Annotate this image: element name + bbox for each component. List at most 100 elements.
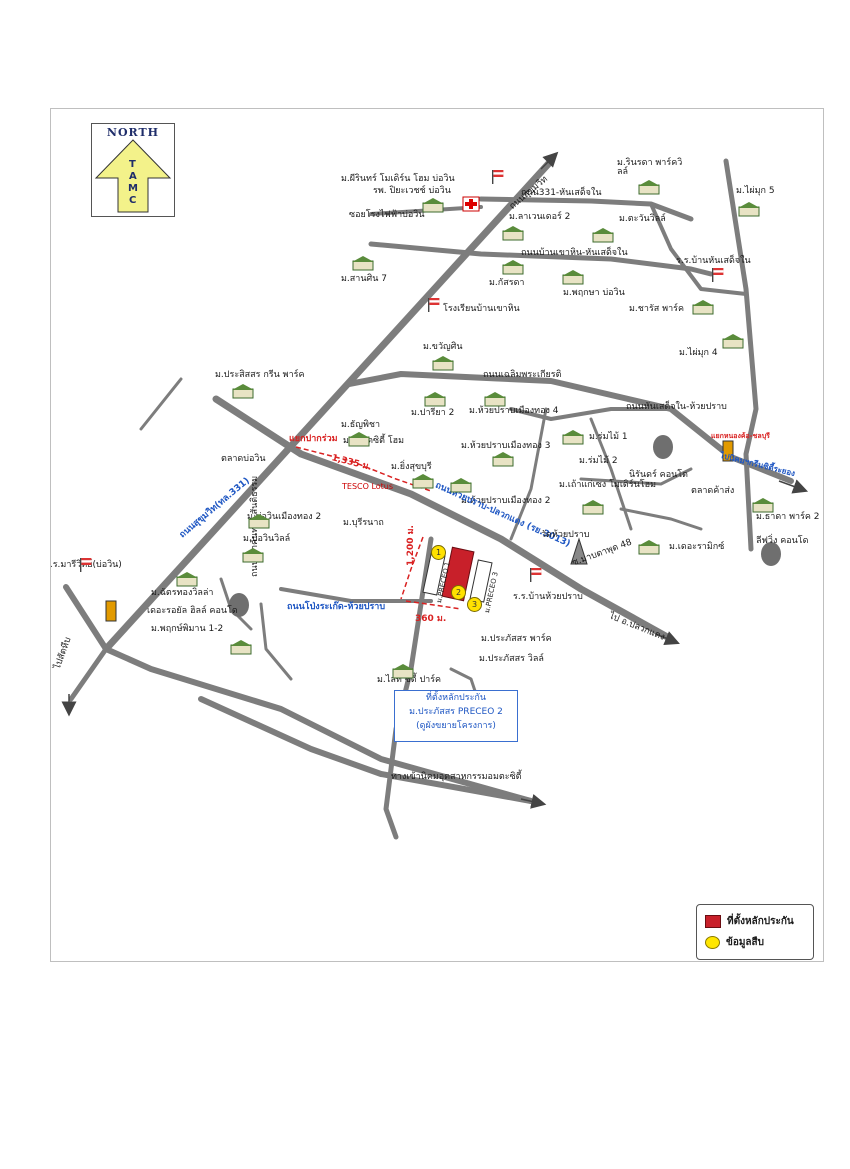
label-pruksa: ม.พฤกษา บ่อวิน [563, 288, 625, 298]
label-kasara: ม.กัสรดา [489, 278, 525, 288]
dash-route-1200 [400, 536, 424, 600]
compass-letter-c: C [129, 195, 137, 206]
road-industrial [198, 696, 534, 804]
village-icon [450, 478, 472, 493]
label-bowin-tong2: ม.บ่อวินเมืองทอง 2 [247, 512, 322, 522]
village-icon [424, 392, 446, 407]
hospital-icon [462, 196, 480, 212]
flag-icon [492, 170, 504, 184]
map-frame: NORTH T A M C ม.ผีรินทร์ โมเดิร์น โฮม บ่… [50, 108, 824, 962]
callout-line-2: ม.ประภัสสร PRECEO 2 [409, 707, 503, 717]
label-pariya: ม.ปารียา 2 [411, 408, 455, 418]
village-icon [562, 270, 584, 285]
label-thada: ม.ธาดา พาร์ค 2 [756, 512, 820, 522]
condo-icon [229, 593, 249, 617]
label-charat: ม.ชารัส พาร์ค [629, 304, 684, 314]
label-soi-power: ซอยโรงไฟฟ้าบ่อวิน [349, 210, 425, 220]
label-niran: นิรันดร์ คอนโด [629, 470, 688, 480]
road-chalerm [346, 371, 794, 484]
label-road-hunsadej: ถนนหันเสด็จใน-ห้วยปราบ [626, 402, 727, 412]
label-road331: ถนน331-หันเสด็จใน [521, 188, 602, 198]
label-lighthouse: ม.ไลท์ ซิตี้ ปาร์ค [377, 675, 442, 685]
village-icon [638, 540, 660, 555]
label-road-pongsa: ถนนโป่งระเก๊ด-ห้วยปราบ [287, 602, 386, 612]
village-icon [412, 474, 434, 489]
village-icon [638, 180, 660, 195]
label-prasit-green: ม.ประสิสสร กรีน พาร์ค [215, 370, 305, 380]
label-dist1200: 1,200 ม. [405, 525, 416, 566]
village-icon [582, 500, 604, 515]
village-icon [176, 572, 198, 587]
label-road-chalerm: ถนนเฉลิมพระเกียรติ [483, 370, 562, 380]
village-icon [422, 198, 444, 213]
village-icon [230, 640, 252, 655]
road-3013 [212, 395, 675, 643]
label-huaiprab4: ม.ห้วยปราบเมืองทอง 4 [469, 406, 559, 416]
label-prakiatsin: ม.พฤกษ์พิมาน 1-2 [151, 624, 224, 634]
traffic-light-icon [105, 600, 117, 622]
label-royal-condo: เดอะรอยัล ฮิลล์ คอนโด [147, 606, 238, 616]
village-icon [242, 548, 264, 563]
label-sarnsin7: ม.สานศิน 7 [341, 274, 387, 284]
north-compass: NORTH T A M C [91, 123, 175, 217]
village-icon [392, 664, 414, 679]
label-wat-huaiprab: วัดห้วยปราบ [541, 530, 590, 540]
label-road-industrial: ทางเข้านิคมอุตสาหกรรมอมตะซิตี้ [391, 772, 522, 782]
legend-collateral-swatch [705, 914, 721, 928]
road-central [383, 536, 434, 840]
village-icon [432, 356, 454, 371]
label-yingsuk: ม.ยิ่งสุขบุรี [391, 462, 432, 472]
market-marker-2: 2 [451, 585, 466, 600]
road-sukhumvit-south [63, 584, 534, 804]
label-market-kt: ตลาดค้าส่ง [691, 486, 735, 496]
flag-icon [530, 568, 542, 582]
label-prasit-park: ม.ประภัสสร พาร์ค [481, 634, 552, 644]
label-lavender: ม.ลาเวนเดอร์ 2 [509, 212, 571, 222]
map-legend: ที่ตั้งหลักประกัน ข้อมูลสืบ [696, 904, 814, 960]
village-icon [692, 300, 714, 315]
traffic-light-icon-right [722, 440, 734, 462]
road-331 [478, 196, 694, 222]
label-villa-tr: ม.ผีรินทร์ โมเดิร์น โฮม บ่อวิน [341, 174, 455, 184]
label-exit: แยกปากร่วม [289, 434, 338, 444]
label-tawan: ม.ตะวันวิลล์ [619, 214, 666, 224]
village-icon [484, 392, 506, 407]
market-marker-3: 3 [467, 597, 482, 612]
label-road-khaohin: ถนนบ้านเขาหิน-หันเสด็จใน [521, 248, 628, 258]
label-school-hunsadej: ร.ร.บ้านหันเสด็จใน [676, 256, 751, 266]
label-bursrana: ม.บุรีรนาถ [343, 518, 384, 528]
label-phaimook4: ม.ไผ่มุก 4 [679, 348, 718, 358]
village-icon [592, 228, 614, 243]
label-huaiprab2: ม.ห้วยปราบเมืองทอง 2 [461, 496, 551, 506]
label-dist360: 360 ม. [415, 614, 447, 624]
label-rinrada: ม.รินรดา พาร์ควิลล์ [617, 158, 683, 177]
label-market-bowin: ตลาดบ่อวิน [221, 454, 266, 464]
village-icon [738, 202, 760, 217]
flag-icon [80, 558, 92, 572]
road-network [61, 151, 809, 840]
road-top-right [649, 202, 748, 296]
flag-icon [428, 298, 440, 312]
road-hunsadej [723, 158, 759, 552]
village-icon [752, 498, 774, 513]
village-icon [722, 334, 744, 349]
legend-collateral-label: ที่ตั้งหลักประกัน [727, 915, 794, 927]
road-khaohin [368, 241, 714, 277]
label-sarit: ม.สาริตซิตี้ โฮม [343, 436, 405, 446]
village-icon [502, 226, 524, 241]
village-icon [352, 256, 374, 271]
label-daramic: ม.เดอะรามิกซ์ [669, 542, 725, 552]
label-lifewing: ลีฟวิ่ง คอนโด [756, 536, 809, 546]
temple-icon [570, 537, 588, 565]
legend-row-market: ข้อมูลสืบ [705, 933, 764, 951]
legend-market-swatch [705, 935, 720, 949]
label-school-khaohin: โรงเรียนบ้านเขาหิน [443, 304, 520, 314]
village-icon [348, 432, 370, 447]
road-to-sattahip [68, 646, 109, 702]
label-thanpichcha: ม.ธัญพิชา [341, 420, 381, 430]
flag-icon [712, 268, 724, 282]
label-phaimook5: ม.ไผ่มุก 5 [736, 186, 775, 196]
compass-letter-a: A [129, 171, 137, 182]
label-kwansin: ม.ขวัญศิน [423, 342, 463, 352]
callout-line-3: (ดูผังขยายโครงการ) [416, 721, 496, 731]
